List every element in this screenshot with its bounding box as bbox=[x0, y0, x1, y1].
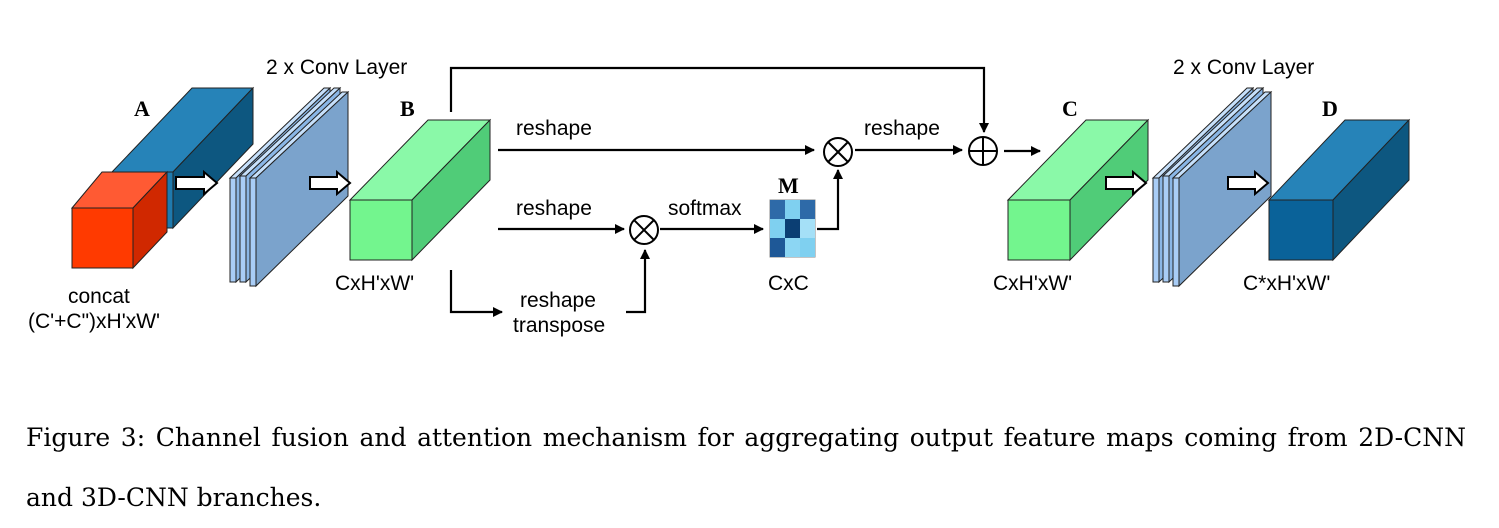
reshape-after-multiply-label: reshape bbox=[864, 117, 940, 140]
conv-layer-label-1: 2 x Conv Layer bbox=[266, 56, 407, 79]
hollow-arrow-icon bbox=[1227, 169, 1270, 197]
block-b-label: B bbox=[400, 96, 415, 121]
softmax-label: softmax bbox=[668, 197, 742, 220]
block-d-label: D bbox=[1322, 96, 1338, 121]
multiply-operator-icon bbox=[823, 137, 853, 167]
block-c-dim-label: CxH'xW' bbox=[993, 272, 1072, 295]
hollow-arrow-icon bbox=[309, 169, 352, 197]
matrix-to-multiply-arrow bbox=[817, 169, 843, 231]
fusion-attention-diagram: A concat (C'+C")xH'xW' 2 x Conv Layer B … bbox=[28, 56, 1411, 337]
block-b-dim-label: CxH'xW' bbox=[335, 272, 414, 295]
matrix-cell bbox=[770, 238, 785, 257]
matrix-cell bbox=[785, 219, 800, 238]
block-c-label: C bbox=[1062, 96, 1078, 121]
matrix-cell bbox=[770, 219, 785, 238]
matrix-cell bbox=[785, 238, 800, 257]
hollow-arrow-icon bbox=[175, 169, 219, 197]
matrix-cell bbox=[800, 219, 815, 238]
reshape-transpose-label-1: reshape bbox=[520, 289, 596, 312]
reshape-mid-label: reshape bbox=[516, 197, 592, 220]
concat-label: concat bbox=[68, 285, 130, 308]
conv-layers-2 bbox=[1151, 86, 1273, 288]
add-operator-icon bbox=[968, 136, 998, 166]
matrix-cell bbox=[800, 200, 815, 219]
matrix-dim-label: CxC bbox=[768, 272, 809, 295]
conv-layers-1 bbox=[228, 86, 350, 288]
matrix-cell bbox=[770, 200, 785, 219]
matrix-cell bbox=[785, 200, 800, 219]
reshape-transpose-label-2: transpose bbox=[513, 314, 605, 337]
figure-caption: Figure 3: Channel fusion and attention m… bbox=[26, 423, 1466, 512]
concat-dim-label: (C'+C")xH'xW' bbox=[28, 310, 160, 333]
attention-matrix bbox=[769, 199, 816, 258]
conv-layer-label-2: 2 x Conv Layer bbox=[1173, 56, 1314, 79]
reshape-transpose-arrow-out bbox=[626, 249, 650, 314]
reshape-transpose-arrow-in bbox=[449, 270, 503, 317]
multiply-operator-icon bbox=[629, 215, 659, 245]
hollow-arrow-icon bbox=[1105, 169, 1148, 197]
block-d-dim-label: C*xH'xW' bbox=[1243, 272, 1330, 295]
skip-connection-arrow bbox=[449, 66, 989, 133]
block-b bbox=[348, 118, 492, 262]
block-a bbox=[70, 86, 255, 270]
matrix-m-label: M bbox=[778, 173, 799, 198]
matrix-cell bbox=[800, 238, 815, 257]
reshape-top-label: reshape bbox=[516, 117, 592, 140]
block-a-label: A bbox=[134, 96, 150, 121]
block-d bbox=[1267, 118, 1411, 262]
